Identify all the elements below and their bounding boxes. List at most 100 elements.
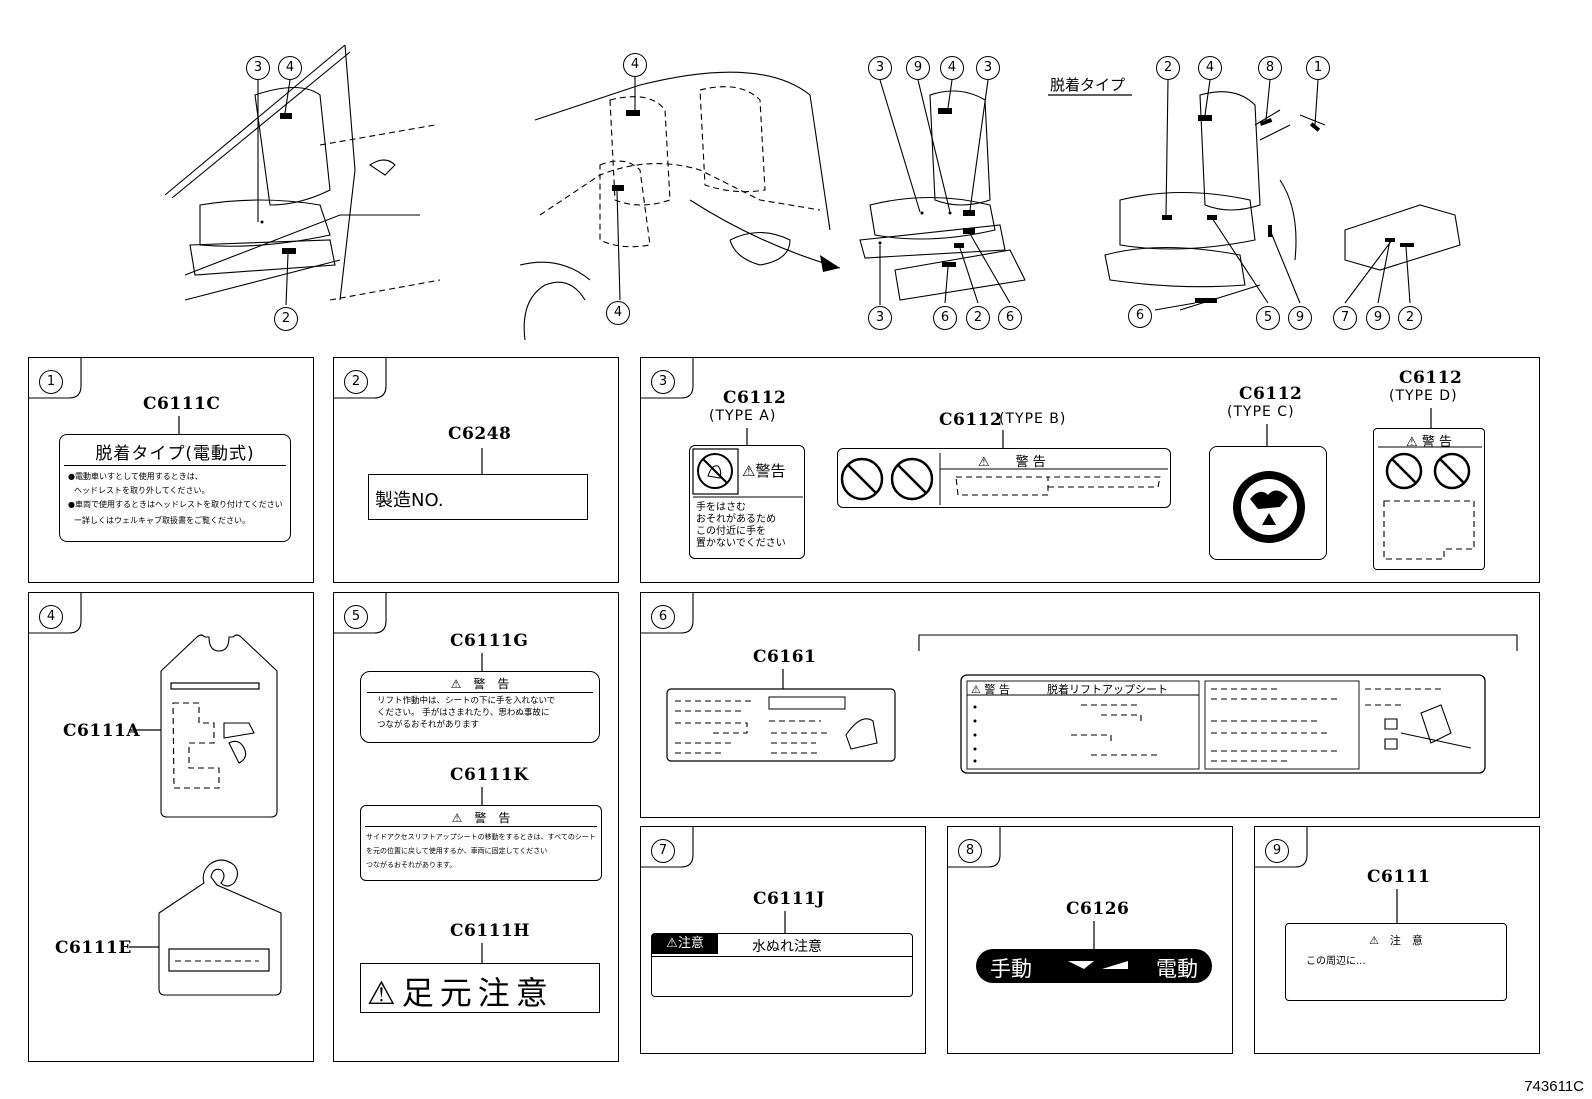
callout-1: 1 <box>1306 56 1330 80</box>
label-type-d: ⚠ 警 告 <box>1373 428 1485 570</box>
panel-number: 1 <box>39 370 63 394</box>
part-code: C6126 <box>1066 899 1130 919</box>
view-removable-type <box>1048 91 1461 311</box>
callout-6: 6 <box>933 306 957 330</box>
label-line: ●車両で使用するときはヘッドレストを取り付けてください <box>68 500 283 509</box>
label-type-a: ⚠警告 手をはさむ おそれがあるため この付近に手を 置かないでください <box>689 445 805 559</box>
panel-tab <box>334 593 387 634</box>
callout-2: 2 <box>274 307 298 331</box>
type-a-line: 置かないでください <box>696 538 786 549</box>
callout-5: 5 <box>1256 306 1280 330</box>
panel-tab <box>641 827 694 868</box>
view-front-seat <box>164 44 441 301</box>
arrow-icons <box>1068 961 1128 969</box>
part-code-a: C6111A <box>63 721 141 741</box>
panel-6: 6 C6161 ⚠ 警 告 脱着リフトアップシート <box>640 592 1540 818</box>
callout-8: 8 <box>1258 56 1282 80</box>
label-removable-type: 脱着タイプ(電動式) ●電動車いすとして使用するときは、 ヘッドレストを取り外し… <box>59 434 291 542</box>
label-watch-your-step: ⚠足元注意 <box>360 963 600 1013</box>
panel-number: 3 <box>651 370 675 394</box>
part-code: C6248 <box>448 424 512 444</box>
part-code-g: C6111G <box>450 631 529 651</box>
hang-tags <box>129 634 282 996</box>
leader-lines <box>257 77 1411 306</box>
no-hand-icons <box>840 453 1168 505</box>
warning-line: ください。 手がはさまれたり、思わぬ事故に <box>377 708 550 718</box>
callout-4: 4 <box>1198 56 1222 80</box>
panel-9: 9 C6111 ⚠ 注 意 この周辺に... <box>1254 826 1540 1054</box>
panel-number: 5 <box>344 605 368 629</box>
type-c-label: (TYPE C) <box>1227 404 1295 420</box>
warning-line: リフト作動中は、シートの下に手を入れないで <box>377 696 556 706</box>
panel-tab <box>948 827 1001 868</box>
caution-text: この周辺に... <box>1306 956 1366 967</box>
warning-line: サイドアクセスリフトアップシートの移動をするときは、すべてのシート <box>366 833 596 841</box>
panel-number: 8 <box>958 839 982 863</box>
panel-8: 8 C6126 手動 電動 <box>947 826 1233 1054</box>
label-type-b: ⚠ 警 告 <box>837 448 1171 508</box>
warning-line: つながるおそれがあります <box>377 720 480 730</box>
panel-tab <box>641 358 694 399</box>
callout-9: 9 <box>1288 306 1312 330</box>
callout-2: 2 <box>966 306 990 330</box>
big-label-warning: ⚠ 警 告 <box>971 683 1010 696</box>
panel-number: 9 <box>1265 839 1289 863</box>
panel-number: 7 <box>651 839 675 863</box>
label-line: ー詳しくはウェルキャブ取扱書をご覧ください。 <box>74 516 250 525</box>
view-vehicle-interior <box>519 71 841 341</box>
panel-1: 1 C6111C 脱着タイプ(電動式) ●電動車いすとして使用するときは、 ヘッ… <box>28 357 314 583</box>
type-b-label: (TYPE B) <box>999 411 1067 427</box>
panel-tab <box>1255 827 1308 868</box>
callout-3: 3 <box>868 56 892 80</box>
seat-location-diagram: 3 4 2 4 4 3 9 4 3 3 6 2 6 脱着タイプ 2 4 8 1 … <box>0 0 1592 345</box>
manual-text: 手動 <box>990 957 1032 981</box>
type-a-warning: ⚠警告 <box>742 462 786 480</box>
panel-3: 3 C6112 (TYPE A) ⚠警告 手をはさむ おそれがあるため この付近… <box>640 357 1540 583</box>
callout-3: 3 <box>976 56 1000 80</box>
label-type-c <box>1209 446 1327 560</box>
callout-2: 2 <box>1156 56 1180 80</box>
part-code-e: C6111E <box>55 938 132 958</box>
part-code: C6111 <box>1367 867 1431 887</box>
reference-number: 743611C <box>1524 1078 1584 1095</box>
no-hand-icons <box>1378 446 1482 560</box>
view-lift-up-seat <box>859 90 1026 301</box>
label-serial-no: 製造NO. <box>368 474 588 520</box>
panel-number: 4 <box>39 605 63 629</box>
part-code-k: C6111K <box>450 765 529 785</box>
panel-number: 2 <box>344 370 368 394</box>
no-hand-round-icon <box>1233 471 1305 543</box>
warning-title: ⚠ 警 告 <box>451 811 511 825</box>
type-a-line: おそれがあるため <box>696 514 776 525</box>
panel-tab <box>641 593 694 634</box>
removable-type-title: 脱着タイプ <box>1050 76 1126 94</box>
label-text: 製造NO. <box>375 490 444 511</box>
type-d-label: (TYPE D) <box>1389 388 1458 404</box>
label-lift-warning: ⚠ 警 告 リフト作動中は、シートの下に手を入れないで ください。 手がはさまれ… <box>360 671 600 743</box>
panel-tab <box>29 593 82 634</box>
lift-seat-labels <box>666 634 1518 774</box>
callout-3: 3 <box>246 56 270 80</box>
panel-4: 4 C6111A C6111E <box>28 592 314 1062</box>
panel-5: 5 C6111G ⚠ 警 告 リフト作動中は、シートの下に手を入れないで くださ… <box>333 592 619 1062</box>
panel-tab <box>334 358 387 399</box>
type-b-warning: ⚠ 警 告 <box>978 455 1046 470</box>
type-a-label: (TYPE A) <box>709 408 777 424</box>
part-code: C6161 <box>753 647 817 667</box>
callout-4: 4 <box>940 56 964 80</box>
part-code-type-c: C6112 <box>1239 384 1303 404</box>
label-title: 水ぬれ注意 <box>752 939 822 955</box>
vehicle-seat-illustrations <box>164 44 1461 341</box>
label-wet-caution: ⚠注意 水ぬれ注意 <box>651 933 913 997</box>
panel-2: 2 C6248 製造NO. <box>333 357 619 583</box>
label-caution-nearby: ⚠ 注 意 この周辺に... <box>1285 923 1507 1001</box>
callout-4: 4 <box>278 56 302 80</box>
panel-number: 6 <box>651 605 675 629</box>
label-manual-electric: 手動 電動 <box>976 949 1212 983</box>
label-side-access-warning: ⚠ 警 告 サイドアクセスリフトアップシートの移動をするときは、すべてのシート … <box>360 805 602 881</box>
warning-line: を元の位置に戻して使用するか、車両に固定してください <box>366 847 548 855</box>
callout-2: 2 <box>1398 306 1422 330</box>
callout-4: 4 <box>606 301 630 325</box>
type-a-line: 手をはさむ <box>696 502 746 513</box>
callout-6: 6 <box>998 306 1022 330</box>
